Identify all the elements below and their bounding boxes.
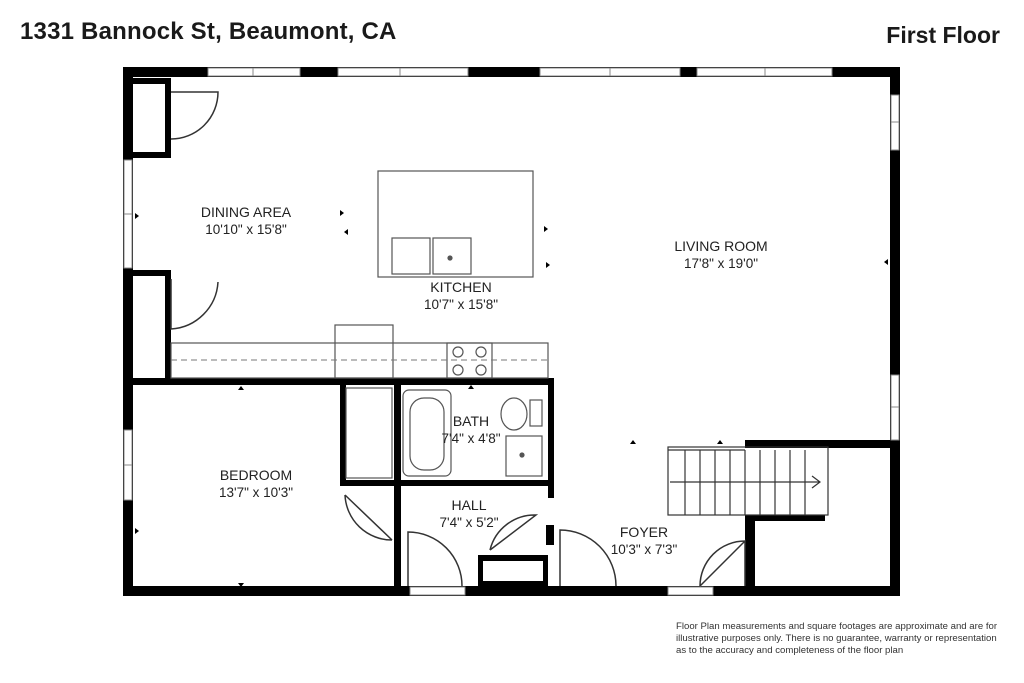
room-name: KITCHEN — [430, 279, 492, 295]
dimension-markers — [135, 210, 888, 587]
room-name: LIVING ROOM — [674, 238, 768, 254]
room-dimensions: 10'3" x 7'3" — [610, 542, 678, 557]
disclaimer-line: as to the accuracy and completeness of t… — [676, 645, 904, 656]
room-name: BATH — [452, 413, 490, 429]
room-label-bedroom: BEDROOM 13'7" x 10'3" — [219, 467, 293, 501]
room-label-hall: HALL 7'4" x 5'2" — [439, 497, 498, 531]
stairs — [667, 446, 829, 516]
room-name: FOYER — [619, 524, 669, 540]
room-dimensions: 10'7" x 15'8" — [423, 297, 499, 312]
doors — [170, 91, 746, 587]
kitchen-fixtures — [170, 170, 549, 379]
disclaimer-line: illustrative purposes only. There is no … — [676, 633, 997, 644]
bath-fixtures — [345, 387, 543, 479]
room-dimensions: 13'7" x 10'3" — [218, 485, 294, 500]
room-name: BEDROOM — [219, 467, 293, 483]
room-label-living-room: LIVING ROOM 17'8" x 19'0" — [674, 238, 767, 272]
property-address: 1331 Bannock St, Beaumont, CA — [20, 18, 397, 45]
windows — [123, 67, 900, 596]
room-label-kitchen: KITCHEN 10'7" x 15'8" — [424, 279, 498, 313]
exterior-walls — [123, 67, 900, 596]
room-dimensions: 7'4" x 5'2" — [439, 515, 499, 530]
room-dimensions: 17'8" x 19'0" — [683, 256, 759, 271]
interior-walls — [133, 78, 890, 586]
floor-label: First Floor — [886, 22, 1000, 48]
room-label-foyer: FOYER 10'3" x 7'3" — [611, 524, 678, 558]
disclaimer-line: Floor Plan measurements and square foota… — [676, 621, 998, 632]
room-name: DINING AREA — [200, 204, 292, 220]
room-label-dining-area: DINING AREA 10'10" x 15'8" — [201, 204, 291, 238]
room-label-bath: BATH 7'4" x 4'8" — [441, 413, 500, 447]
floor-plan-disclaimer: Floor Plan measurements and square foota… — [676, 621, 1006, 657]
room-dimensions: 7'4" x 4'8" — [441, 431, 501, 446]
room-name: HALL — [451, 497, 487, 513]
room-dimensions: 10'10" x 15'8" — [205, 222, 287, 237]
